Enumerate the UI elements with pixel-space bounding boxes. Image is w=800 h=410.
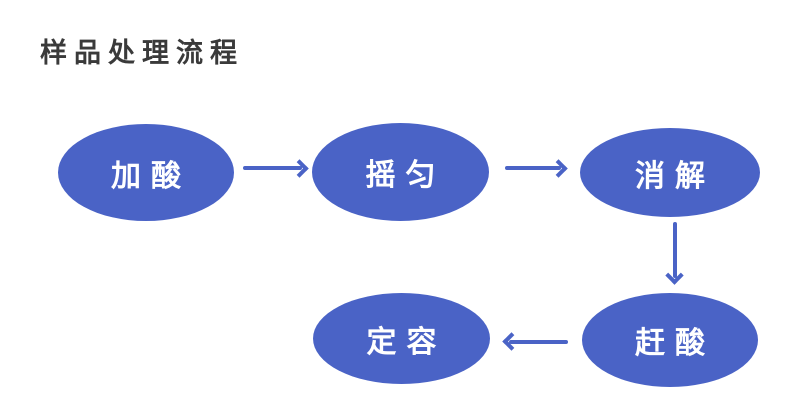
flow-node-digest: 消解 [580, 128, 760, 217]
node-label-digest: 消解 [635, 159, 715, 193]
node-label-add-acid: 加酸 [111, 159, 191, 193]
node-label-fix-volume: 定容 [366, 325, 447, 359]
node-label-drive-acid: 赶酸 [635, 327, 715, 360]
node-label-shake: 摇匀 [365, 159, 446, 192]
arrow-shaft [243, 166, 302, 170]
flow-node-add-acid: 加酸 [58, 124, 234, 221]
arrow-head-icon [290, 158, 309, 178]
arrow-head-icon [502, 332, 521, 352]
flow-node-fix-volume: 定容 [313, 293, 490, 384]
diagram-title: 样品处理流程 [40, 38, 244, 68]
arrow-head-icon [665, 266, 685, 285]
flow-node-drive-acid: 赶酸 [582, 293, 758, 387]
arrow-shaft [505, 166, 561, 170]
arrow-head-icon [549, 158, 568, 178]
flow-node-shake: 摇匀 [312, 123, 489, 221]
